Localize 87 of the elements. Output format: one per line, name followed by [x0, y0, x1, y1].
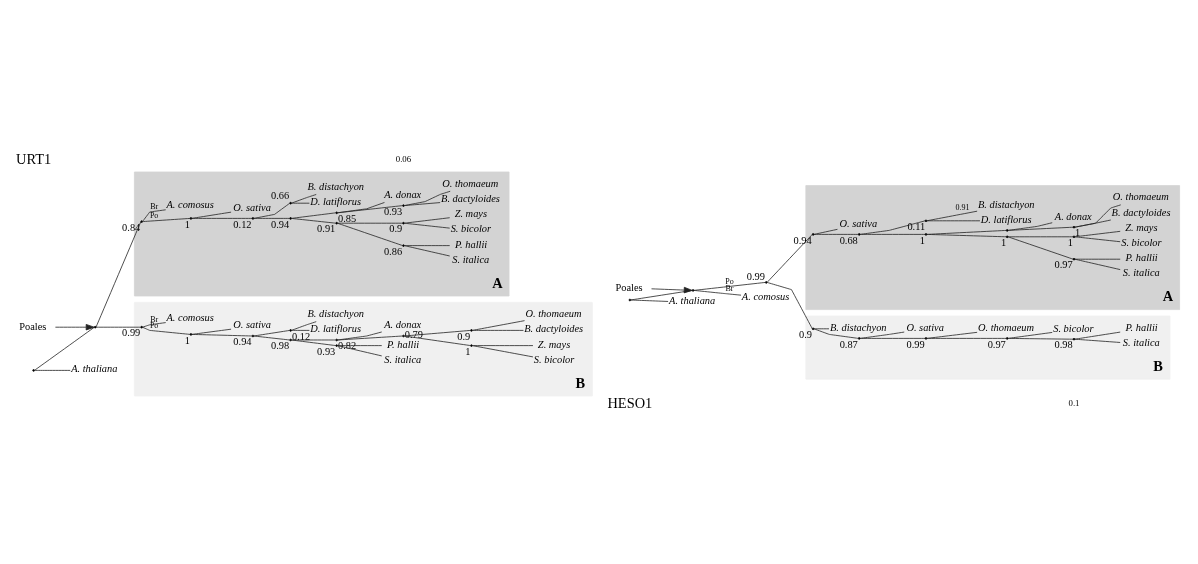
- edge-label: Br: [150, 314, 159, 324]
- node-text: B. dactyloides: [1111, 206, 1171, 218]
- edge-label: 0.91: [955, 203, 970, 213]
- label: HESO1: [607, 394, 653, 411]
- node-text: A. thaliana: [669, 295, 716, 307]
- node-text: D. latiflorus: [310, 196, 362, 208]
- edge-label: Po: [725, 277, 734, 286]
- node-label: 0.84: [122, 221, 141, 233]
- node-text: S. bicolor: [450, 223, 492, 235]
- node-text: A. donax: [1054, 210, 1092, 222]
- node-label: 0.66: [271, 190, 290, 202]
- node-text: B. dactyloides: [441, 192, 500, 204]
- label: 0.06: [395, 154, 412, 165]
- node-label: 1: [1067, 236, 1073, 248]
- node-label: 0.94: [271, 218, 290, 230]
- node-text: A. donax: [384, 319, 422, 331]
- node-label: 0.99: [746, 271, 765, 283]
- node-label: 1: [1075, 227, 1081, 239]
- node-text: Poales: [19, 320, 47, 332]
- edge-label: Br: [150, 201, 159, 211]
- node-text: A. thaliana: [71, 363, 118, 375]
- node-text: O. sativa: [233, 201, 271, 213]
- node-text: B. distachyon: [829, 321, 887, 333]
- node-label: 0.99: [122, 327, 141, 339]
- node-text: A. comosus: [166, 312, 214, 324]
- node-text: P. hallii: [455, 238, 488, 250]
- node-text: D. latiflorus: [980, 213, 1032, 225]
- node-label: 0.94: [793, 234, 812, 246]
- node-text: B. distachyon: [307, 308, 365, 320]
- node-label: 0.97: [1054, 259, 1073, 271]
- node-label: 0.68: [839, 234, 858, 246]
- edge-label: Br: [725, 284, 734, 294]
- edge-label: Po: [149, 211, 159, 221]
- node-text: D. latiflorus: [310, 323, 362, 335]
- node-text: O. thomaeum: [525, 308, 582, 320]
- node-label: 0.12: [233, 218, 252, 230]
- node-text: S. italica: [384, 353, 422, 365]
- node-text: B. distachyon: [977, 198, 1035, 210]
- node-text: A. comosus: [741, 290, 790, 302]
- node-label: 0.98: [271, 340, 290, 352]
- node-label: 0.98: [1054, 339, 1073, 351]
- node-label: 0.94: [233, 336, 252, 348]
- node-text: O. thomaeum: [442, 177, 499, 189]
- node-text: P. hallii: [1125, 252, 1158, 264]
- node-label: 0.87: [839, 338, 858, 350]
- node-text: S. bicolor: [533, 353, 575, 365]
- node-text: S. italica: [452, 253, 490, 265]
- node-label: 1: [184, 334, 190, 346]
- node-label: 1: [465, 345, 471, 357]
- node-label: 0.93: [383, 205, 403, 217]
- node-text: S. italica: [1122, 336, 1160, 348]
- node-label: 0.91: [317, 223, 336, 235]
- node-label: 0.86: [383, 245, 403, 257]
- node-label: 1: [184, 218, 190, 230]
- node-label: 0.85: [338, 212, 357, 224]
- node-text: P. hallii: [387, 338, 420, 350]
- node-label: 1: [1000, 236, 1007, 248]
- node-text: O. thomaeum: [1112, 191, 1169, 203]
- node-text: O. sativa: [839, 217, 878, 229]
- node-label: 0.11: [907, 220, 926, 232]
- node-label: 0.12: [291, 330, 311, 342]
- node-text: A. donax: [384, 188, 422, 200]
- node-text: O. sativa: [906, 321, 944, 333]
- node-label: 0.9: [798, 328, 812, 340]
- node-text: A. comosus: [166, 199, 214, 211]
- node-label: 0.97: [987, 338, 1006, 350]
- node-label: 0.9: [389, 223, 403, 235]
- node-text: Z. mays: [1125, 221, 1158, 233]
- node-text: B. dactyloides: [524, 323, 584, 335]
- node-text: S. italica: [1122, 267, 1160, 279]
- node-label: 0.9: [457, 330, 471, 342]
- node-text: O. sativa: [233, 319, 271, 331]
- node-text: O. thomaeum: [977, 321, 1034, 333]
- node-text: Poales: [615, 281, 643, 293]
- node-label: 0.99: [906, 338, 925, 350]
- edge-label: Po: [149, 321, 159, 330]
- node-label: 0.79: [404, 329, 424, 341]
- node-label: 1: [919, 234, 925, 246]
- node-text: P. hallii: [1125, 321, 1158, 333]
- node-text: S. bicolor: [1053, 322, 1094, 334]
- label: URT1: [16, 150, 52, 167]
- node-text: Z. mays: [537, 338, 571, 350]
- node-text: S. bicolor: [1121, 236, 1162, 248]
- node-text: Z. mays: [454, 208, 488, 220]
- label: 0.1: [1068, 398, 1080, 409]
- node-label: 0.93: [317, 345, 336, 357]
- node-text: B. distachyon: [307, 180, 365, 192]
